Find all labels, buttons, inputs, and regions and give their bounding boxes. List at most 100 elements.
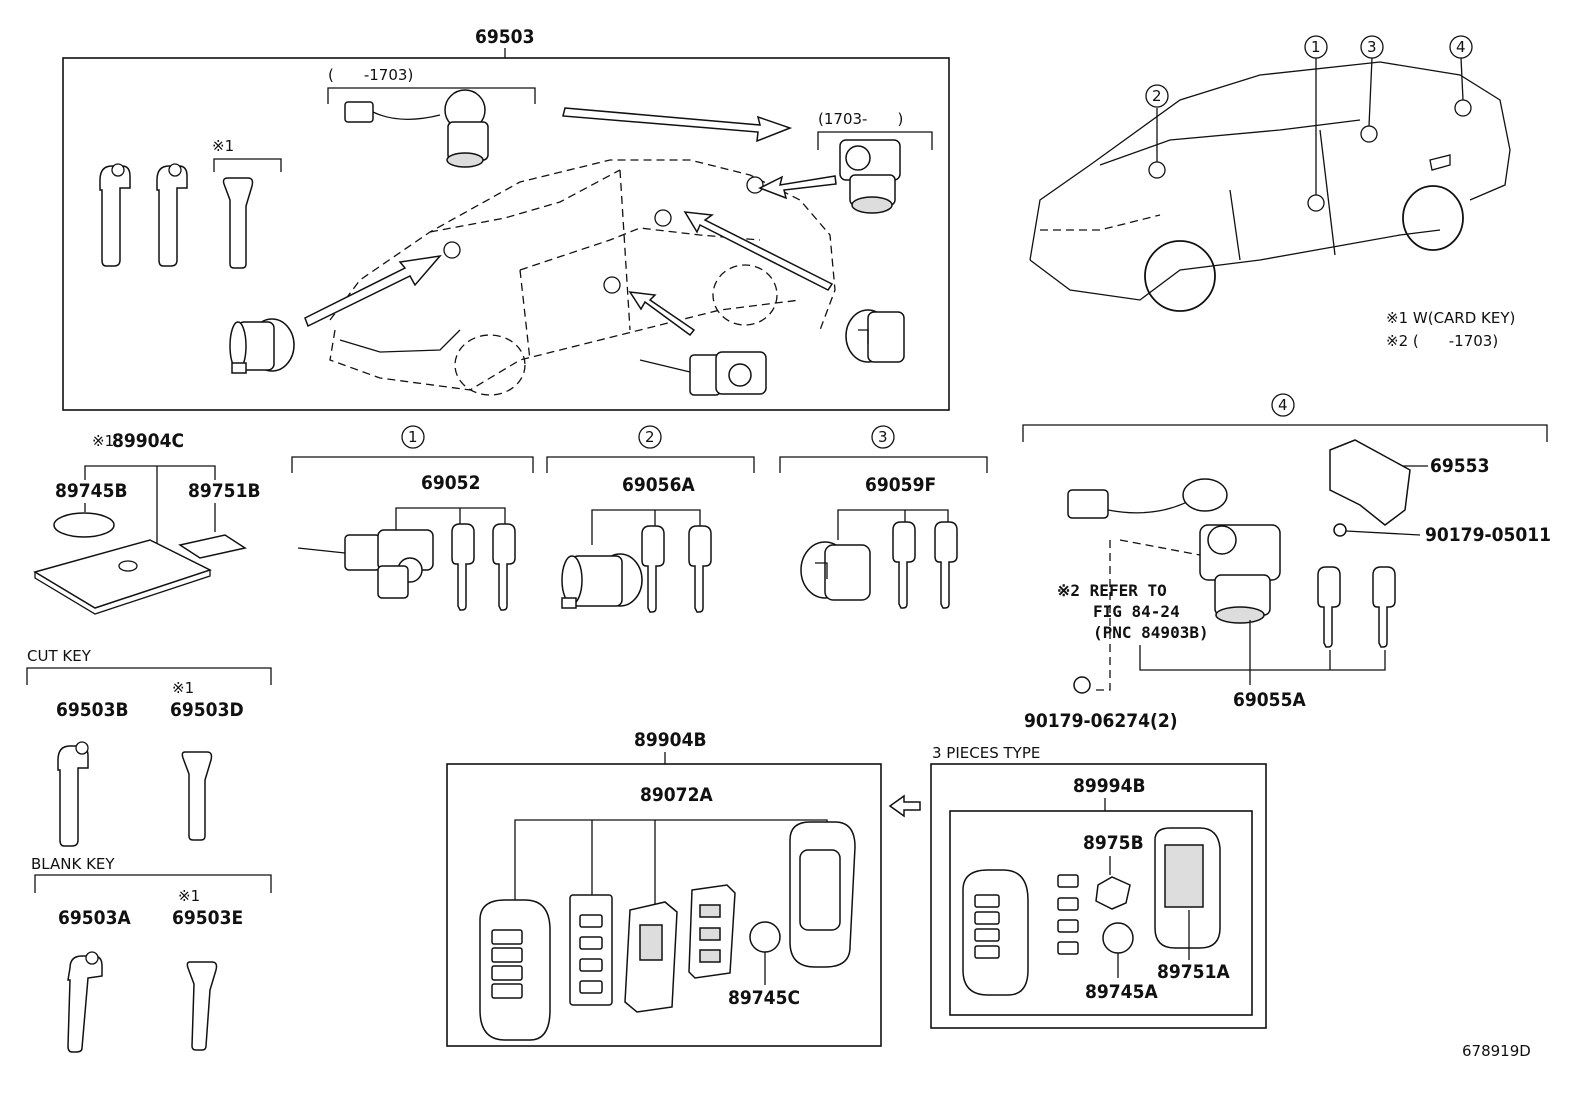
- three-pieces-fob[interactable]: [962, 869, 1029, 996]
- set3-glove-cylinder[interactable]: [800, 541, 871, 601]
- set2-trunk-cylinder[interactable]: [561, 553, 643, 609]
- card-emergency-key[interactable]: [222, 177, 254, 269]
- card-key-mark: ※1: [92, 432, 114, 450]
- card-key-body[interactable]: [33, 539, 212, 609]
- label-69503B[interactable]: 69503B: [56, 699, 129, 721]
- loc-point-4[interactable]: [1454, 99, 1472, 117]
- master-key-1[interactable]: [99, 163, 131, 267]
- loc-point-3[interactable]: [1360, 125, 1378, 143]
- assembly-69503-frame: [62, 57, 950, 411]
- replace-arrow: [888, 794, 921, 818]
- fob-buttons[interactable]: [569, 894, 613, 1006]
- ignition-lock-right[interactable]: [839, 139, 901, 214]
- label-89904C[interactable]: 89904C: [112, 430, 184, 452]
- label-89745C[interactable]: 89745C: [728, 987, 800, 1009]
- cut-key-b-mark: ※1: [172, 679, 194, 697]
- car-location-view: 2 1 3 4: [1029, 35, 1511, 312]
- blank-key-title: BLANK KEY: [31, 855, 115, 873]
- column-cover[interactable]: [1329, 439, 1411, 526]
- three-pieces-group: 3 PIECES TYPE 89994B 8975B 89745A 897: [930, 744, 1267, 1029]
- set-69056A-group: 2 69056A: [546, 425, 755, 613]
- card-battery[interactable]: [53, 512, 115, 538]
- set1-callout: 1: [408, 428, 418, 446]
- label-8975B[interactable]: 8975B: [1083, 832, 1144, 854]
- label-69553[interactable]: 69553: [1430, 455, 1489, 477]
- loc-point-2[interactable]: [1148, 161, 1166, 179]
- set4-ignition-assy[interactable]: [1067, 478, 1281, 624]
- blank-key-69503E[interactable]: [186, 961, 218, 1051]
- cut-key-69503B[interactable]: [57, 741, 89, 847]
- set3-callout: 3: [878, 428, 888, 446]
- loc-callout-1: 1: [1311, 38, 1321, 56]
- screw-06274[interactable]: [1073, 676, 1091, 694]
- label-89994B[interactable]: 89994B: [1073, 775, 1146, 797]
- label-89751A[interactable]: 89751A: [1157, 961, 1230, 983]
- three-pieces-title: 3 PIECES TYPE: [932, 744, 1040, 762]
- label-89745A[interactable]: 89745A: [1085, 981, 1158, 1003]
- set4-key-b[interactable]: [1372, 566, 1396, 648]
- cut-key-group: CUT KEY 69503B ※1 69503D: [26, 647, 272, 847]
- label-89745B[interactable]: 89745B: [55, 480, 128, 502]
- set-69055A-group: 4 69553 90179-05011 69055A ※2 REFER TO F…: [1022, 393, 1551, 732]
- mark1-label: ※1: [212, 137, 234, 155]
- label-69059F[interactable]: 69059F: [865, 474, 936, 496]
- trunk-lock-cylinder[interactable]: [229, 318, 295, 374]
- set3-key-a[interactable]: [892, 521, 916, 609]
- range-right-label: (1703- ): [818, 110, 903, 128]
- loc-callout-4: 4: [1456, 38, 1466, 56]
- label-69503E[interactable]: 69503E: [172, 907, 243, 929]
- label-69503A[interactable]: 69503A: [58, 907, 131, 929]
- three-pieces-case[interactable]: [1095, 876, 1131, 910]
- fob-battery[interactable]: [749, 921, 781, 953]
- set-69052-group: 1 69052: [291, 425, 534, 611]
- blank-key-69503A[interactable]: [67, 951, 103, 1053]
- transmitter-89904B-group: 89904B 89072A: [446, 729, 921, 1047]
- fob-circuit-board[interactable]: [624, 901, 678, 1013]
- glove-box-lock[interactable]: [845, 309, 905, 363]
- set1-lock-cylinder[interactable]: [297, 529, 434, 599]
- label-90179-05011[interactable]: 90179-05011: [1425, 524, 1551, 546]
- note-card-key: ※1 W(CARD KEY): [1386, 309, 1515, 327]
- fob-inner-case[interactable]: [688, 884, 736, 979]
- three-pieces-battery[interactable]: [1102, 922, 1134, 954]
- label-69503[interactable]: 69503: [475, 26, 534, 48]
- loc-point-1[interactable]: [1307, 194, 1325, 212]
- screw-05011[interactable]: [1333, 523, 1347, 537]
- note-range: ※2 ( -1703): [1386, 332, 1498, 350]
- door-lock-cylinder[interactable]: [639, 351, 767, 396]
- set1-key-a[interactable]: [451, 523, 475, 611]
- cut-key-title: CUT KEY: [27, 647, 92, 665]
- label-89072A[interactable]: 89072A: [640, 784, 713, 806]
- set2-key-b[interactable]: [688, 525, 712, 613]
- refer-note-line2: FIG 84-24: [1093, 602, 1180, 621]
- master-key-2[interactable]: [156, 163, 188, 267]
- arrow-pointers: [304, 107, 837, 337]
- label-69052[interactable]: 69052: [421, 472, 480, 494]
- set1-key-b[interactable]: [492, 523, 516, 611]
- set4-key-a[interactable]: [1317, 566, 1341, 648]
- diagram-id: 678919D: [1462, 1042, 1531, 1060]
- set3-key-b[interactable]: [934, 521, 958, 609]
- fob-cover[interactable]: [789, 821, 856, 968]
- set4-callout: 4: [1278, 396, 1288, 414]
- three-pieces-outer-frame: [930, 763, 1267, 1029]
- three-pieces-label-sheet[interactable]: [1154, 827, 1221, 949]
- set2-key-a[interactable]: [641, 525, 665, 613]
- loc-callout-2: 2: [1152, 87, 1162, 105]
- three-pieces-buttons[interactable]: [1057, 874, 1079, 955]
- refer-note-line1: ※2 REFER TO: [1057, 581, 1167, 600]
- set-69059F-group: 3 69059F: [779, 425, 988, 609]
- label-69503D[interactable]: 69503D: [170, 699, 244, 721]
- smart-key-fob[interactable]: [479, 899, 551, 1041]
- loc-callout-3: 3: [1367, 38, 1377, 56]
- blank-key-group: BLANK KEY 69503A ※1 69503E: [31, 855, 272, 1053]
- label-69055A[interactable]: 69055A: [1233, 689, 1306, 711]
- cut-key-69503D[interactable]: [181, 751, 213, 841]
- label-90179-06274[interactable]: 90179-06274(2): [1024, 710, 1178, 732]
- label-69056A[interactable]: 69056A: [622, 474, 695, 496]
- label-89751B[interactable]: 89751B: [188, 480, 261, 502]
- label-89904B[interactable]: 89904B: [634, 729, 707, 751]
- refer-note-line3: (PNC 84903B): [1093, 623, 1209, 642]
- card-label-sheet[interactable]: [178, 534, 247, 559]
- ignition-lock-left[interactable]: [344, 89, 489, 168]
